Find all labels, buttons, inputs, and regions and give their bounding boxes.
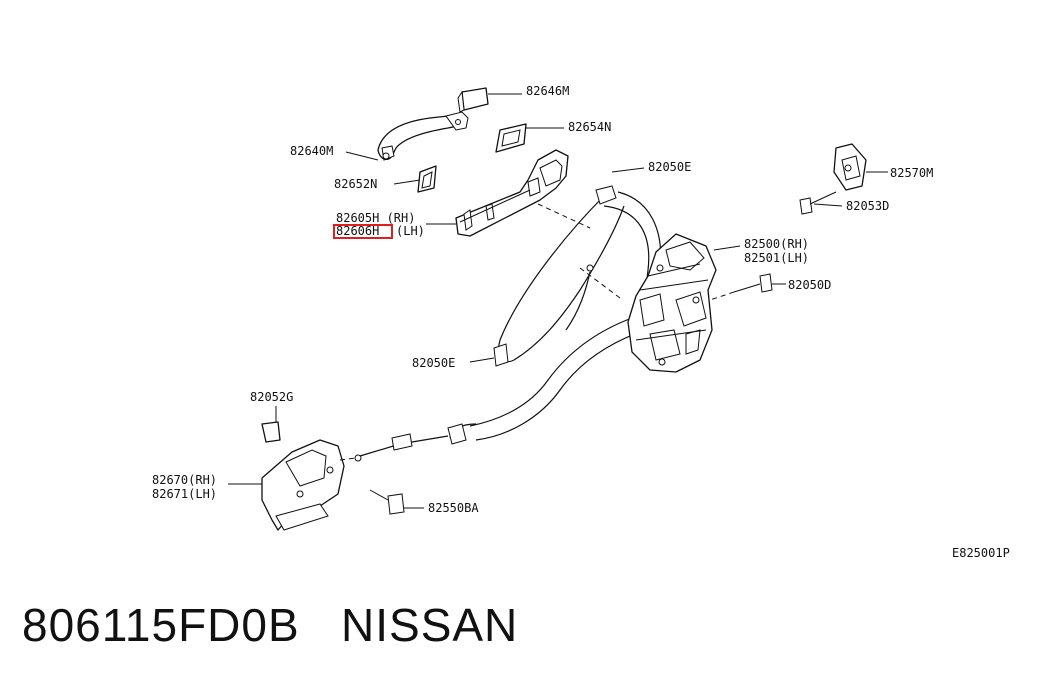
diagram-code: E825001P	[952, 546, 1010, 560]
label-82646m: 82646M	[526, 84, 569, 98]
bolt-82550ba	[369, 489, 405, 515]
handle-gasket-rear	[495, 123, 527, 153]
footer: 806115FD0B NISSAN	[22, 598, 518, 652]
door-lock-actuator	[627, 233, 717, 373]
brand: NISSAN	[341, 599, 519, 651]
label-82501: 82501(LH)	[744, 251, 809, 265]
label-82052g: 82052G	[250, 390, 293, 404]
handle-bracket	[455, 149, 569, 237]
door-striker	[833, 143, 867, 191]
label-82550ba: 82550BA	[428, 501, 479, 515]
inside-handle	[261, 439, 345, 531]
outside-handle-grip	[377, 111, 469, 161]
bolt-82053d	[799, 191, 837, 215]
handle-gasket-front	[417, 165, 437, 193]
label-82670: 82670(RH)	[152, 473, 217, 487]
label-82570m: 82570M	[890, 166, 933, 180]
clip-82052g	[261, 421, 281, 443]
label-82640m: 82640M	[290, 144, 333, 158]
cable-lower	[354, 317, 641, 462]
label-82605h: 82605H (RH)	[336, 211, 415, 225]
highlight-box	[333, 224, 393, 239]
label-82652n: 82652N	[334, 177, 377, 191]
label-82053d: 82053D	[846, 199, 889, 213]
screw-82050d	[733, 273, 773, 293]
label-82500: 82500(RH)	[744, 237, 809, 251]
label-82606h-side: (LH)	[396, 224, 425, 238]
label-82050e-low: 82050E	[412, 356, 455, 370]
leader-lines	[228, 93, 888, 509]
label-82606h: 82606H	[336, 224, 379, 238]
label-82654n: 82654N	[568, 120, 611, 134]
label-82671: 82671(LH)	[152, 487, 217, 501]
label-82050e-top: 82050E	[648, 160, 691, 174]
cable-upper	[493, 185, 662, 367]
handle-cap	[457, 87, 489, 113]
part-number: 806115FD0B	[22, 599, 300, 651]
label-82050d: 82050D	[788, 278, 831, 292]
